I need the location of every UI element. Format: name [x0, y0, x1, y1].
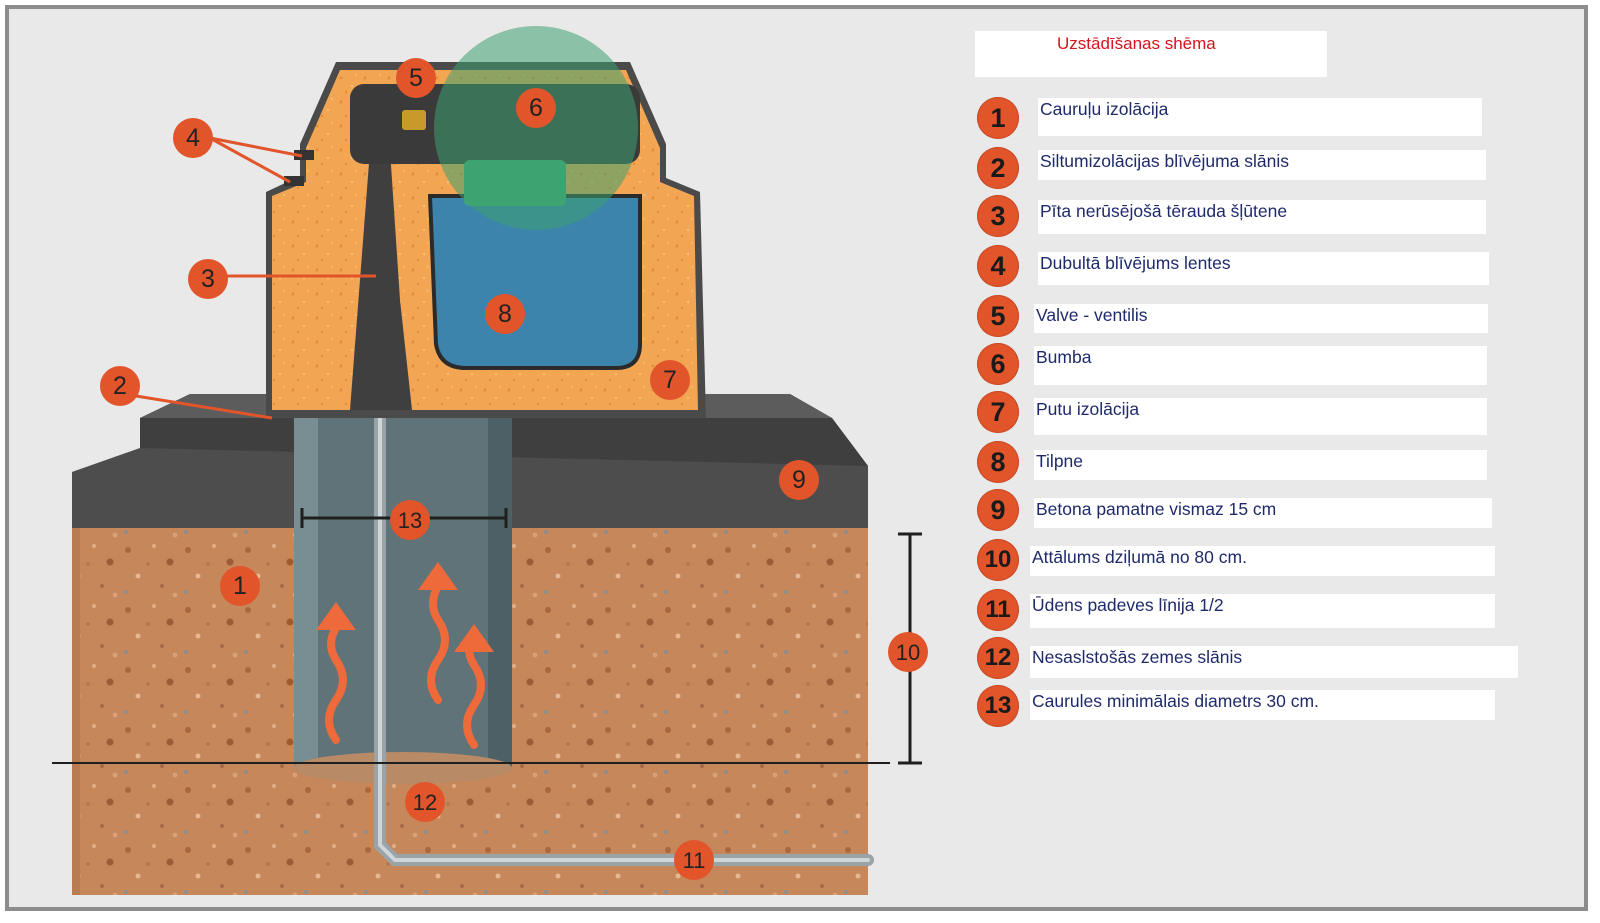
legend-item-label: Betona pamatne vismaz 15 cm	[1036, 499, 1277, 519]
legend-item-7: Putu izolācija	[1034, 398, 1487, 435]
diagram-callout-8: 8	[485, 294, 525, 334]
diagram-callout-1: 1	[220, 566, 260, 606]
diagram-callout-label: 3	[201, 265, 215, 293]
legend-item-label: Pīta nerūsējošā tērauda šļūtene	[1040, 201, 1288, 221]
legend-item-label: Valve - ventilis	[1036, 305, 1148, 325]
legend-item-6: Bumba	[1034, 346, 1487, 385]
legend-item-label: Tilpne	[1036, 451, 1084, 471]
legend-badge-11: 11	[977, 589, 1019, 631]
diagram-callout-2: 2	[100, 366, 140, 406]
diagram-callout-9: 9	[779, 460, 819, 500]
legend-badge-13: 13	[977, 685, 1019, 727]
legend-badge-5: 5	[977, 295, 1019, 337]
diagram-callout-label: 6	[529, 94, 543, 122]
legend-item-2: Siltumizolācijas blīvējuma slānis	[1038, 150, 1486, 180]
diagram-callout-label: 2	[113, 372, 127, 400]
diagram-callout-label: 10	[896, 640, 920, 665]
legend-badge-7: 7	[977, 391, 1019, 433]
diagram-callout-label: 9	[792, 466, 806, 494]
legend-item-11: Ūdens padeves līnija 1/2	[1030, 594, 1495, 628]
diagram-callout-7: 7	[650, 360, 690, 400]
legend-badge-3: 3	[977, 195, 1019, 237]
legend-item-label: Dubultā blīvējums lentes	[1040, 253, 1231, 273]
legend-item-4: Dubultā blīvējums lentes	[1038, 252, 1489, 285]
diagram-callout-3: 3	[188, 259, 228, 299]
legend-item-label: Bumba	[1036, 347, 1092, 367]
legend-item-5: Valve - ventilis	[1034, 304, 1488, 333]
legend-item-12: Nesaslstošās zemes slānis	[1030, 646, 1518, 678]
legend-badge-9: 9	[977, 489, 1019, 531]
legend-item-label: Cauruļu izolācija	[1040, 99, 1169, 119]
legend-item-10: Attālums dziļumā no 80 cm.	[1030, 546, 1495, 576]
diagram-callout-label: 7	[663, 366, 677, 394]
seal-tapes	[284, 150, 314, 186]
legend-item-13: Caurules minimālais diametrs 30 cm.	[1030, 690, 1495, 720]
diagram-callout-label: 8	[498, 300, 512, 328]
legend-badge-10: 10	[977, 539, 1019, 581]
legend-item-label: Putu izolācija	[1036, 399, 1140, 419]
legend-item-1: Cauruļu izolācija	[1038, 98, 1482, 136]
diagram-callout-4: 4	[173, 118, 213, 158]
legend-badge-6: 6	[977, 343, 1019, 385]
legend-item-8: Tilpne	[1034, 450, 1487, 480]
diagram-callout-5: 5	[396, 58, 436, 98]
diagram-callout-11: 11	[674, 840, 714, 880]
diagram-callout-label: 11	[683, 848, 706, 873]
diagram-callout-label: 5	[409, 64, 423, 92]
legend-item-3: Pīta nerūsējošā tērauda šļūtene	[1038, 200, 1486, 234]
legend-item-label: Siltumizolācijas blīvējuma slānis	[1040, 151, 1289, 171]
diagram-callout-label: 12	[413, 790, 437, 815]
legend-badge-8: 8	[977, 441, 1019, 483]
diagram-callout-10: 10	[888, 632, 928, 672]
legend-badge-2: 2	[977, 147, 1019, 189]
legend-item-label: Caurules minimālais diametrs 30 cm.	[1032, 691, 1319, 711]
legend-title: Uzstādīšanas shēma	[1057, 34, 1216, 53]
legend-badge-1: 1	[977, 97, 1019, 139]
heat-arrow-heads	[316, 562, 494, 652]
legend-item-label: Ūdens padeves līnija 1/2	[1032, 595, 1224, 615]
legend-title-box: Uzstādīšanas shēma	[975, 31, 1327, 77]
valve-icon	[402, 110, 426, 130]
diagram-callout-6: 6	[516, 88, 556, 128]
callout-leaders	[135, 136, 376, 420]
diagram-callout-13: 13	[390, 500, 430, 540]
legend-badge-4: 4	[977, 245, 1019, 287]
legend-item-9: Betona pamatne vismaz 15 cm	[1034, 498, 1492, 528]
legend-badge-12: 12	[977, 637, 1019, 679]
legend-item-label: Attālums dziļumā no 80 cm.	[1032, 547, 1247, 567]
diagram-callout-label: 4	[186, 124, 200, 152]
diagram-callout-label: 1	[233, 572, 247, 600]
diagram-callout-label: 13	[398, 508, 422, 533]
legend-item-label: Nesaslstošās zemes slānis	[1032, 647, 1243, 667]
diagram-callout-12: 12	[405, 782, 445, 822]
